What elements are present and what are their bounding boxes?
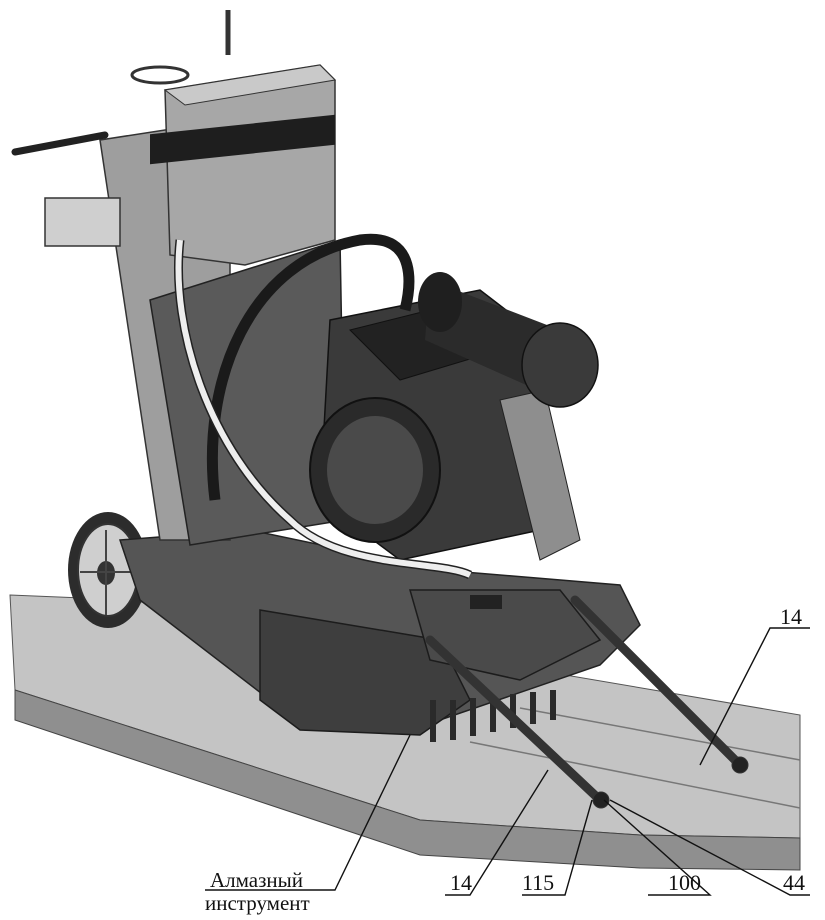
tie-rods [425, 595, 749, 809]
callout-14-bottom: 14 [450, 870, 472, 895]
base-frame [118, 529, 641, 736]
callout-44: 44 [783, 870, 805, 895]
hoses [174, 233, 473, 580]
callout-14-top: 14 [780, 604, 802, 629]
callout-diamond-tool-line1: Алмазный [210, 868, 303, 892]
leader-lines [205, 627, 810, 896]
cut-groove [469, 741, 801, 809]
air-filter [418, 272, 599, 408]
cut-groove [519, 707, 801, 761]
water-tank [130, 10, 337, 266]
callout-100: 100 [668, 870, 701, 895]
callout-115: 115 [522, 870, 555, 895]
callout-diamond-tool-line2: инструмент [205, 891, 310, 915]
diamond-blades [430, 690, 556, 742]
